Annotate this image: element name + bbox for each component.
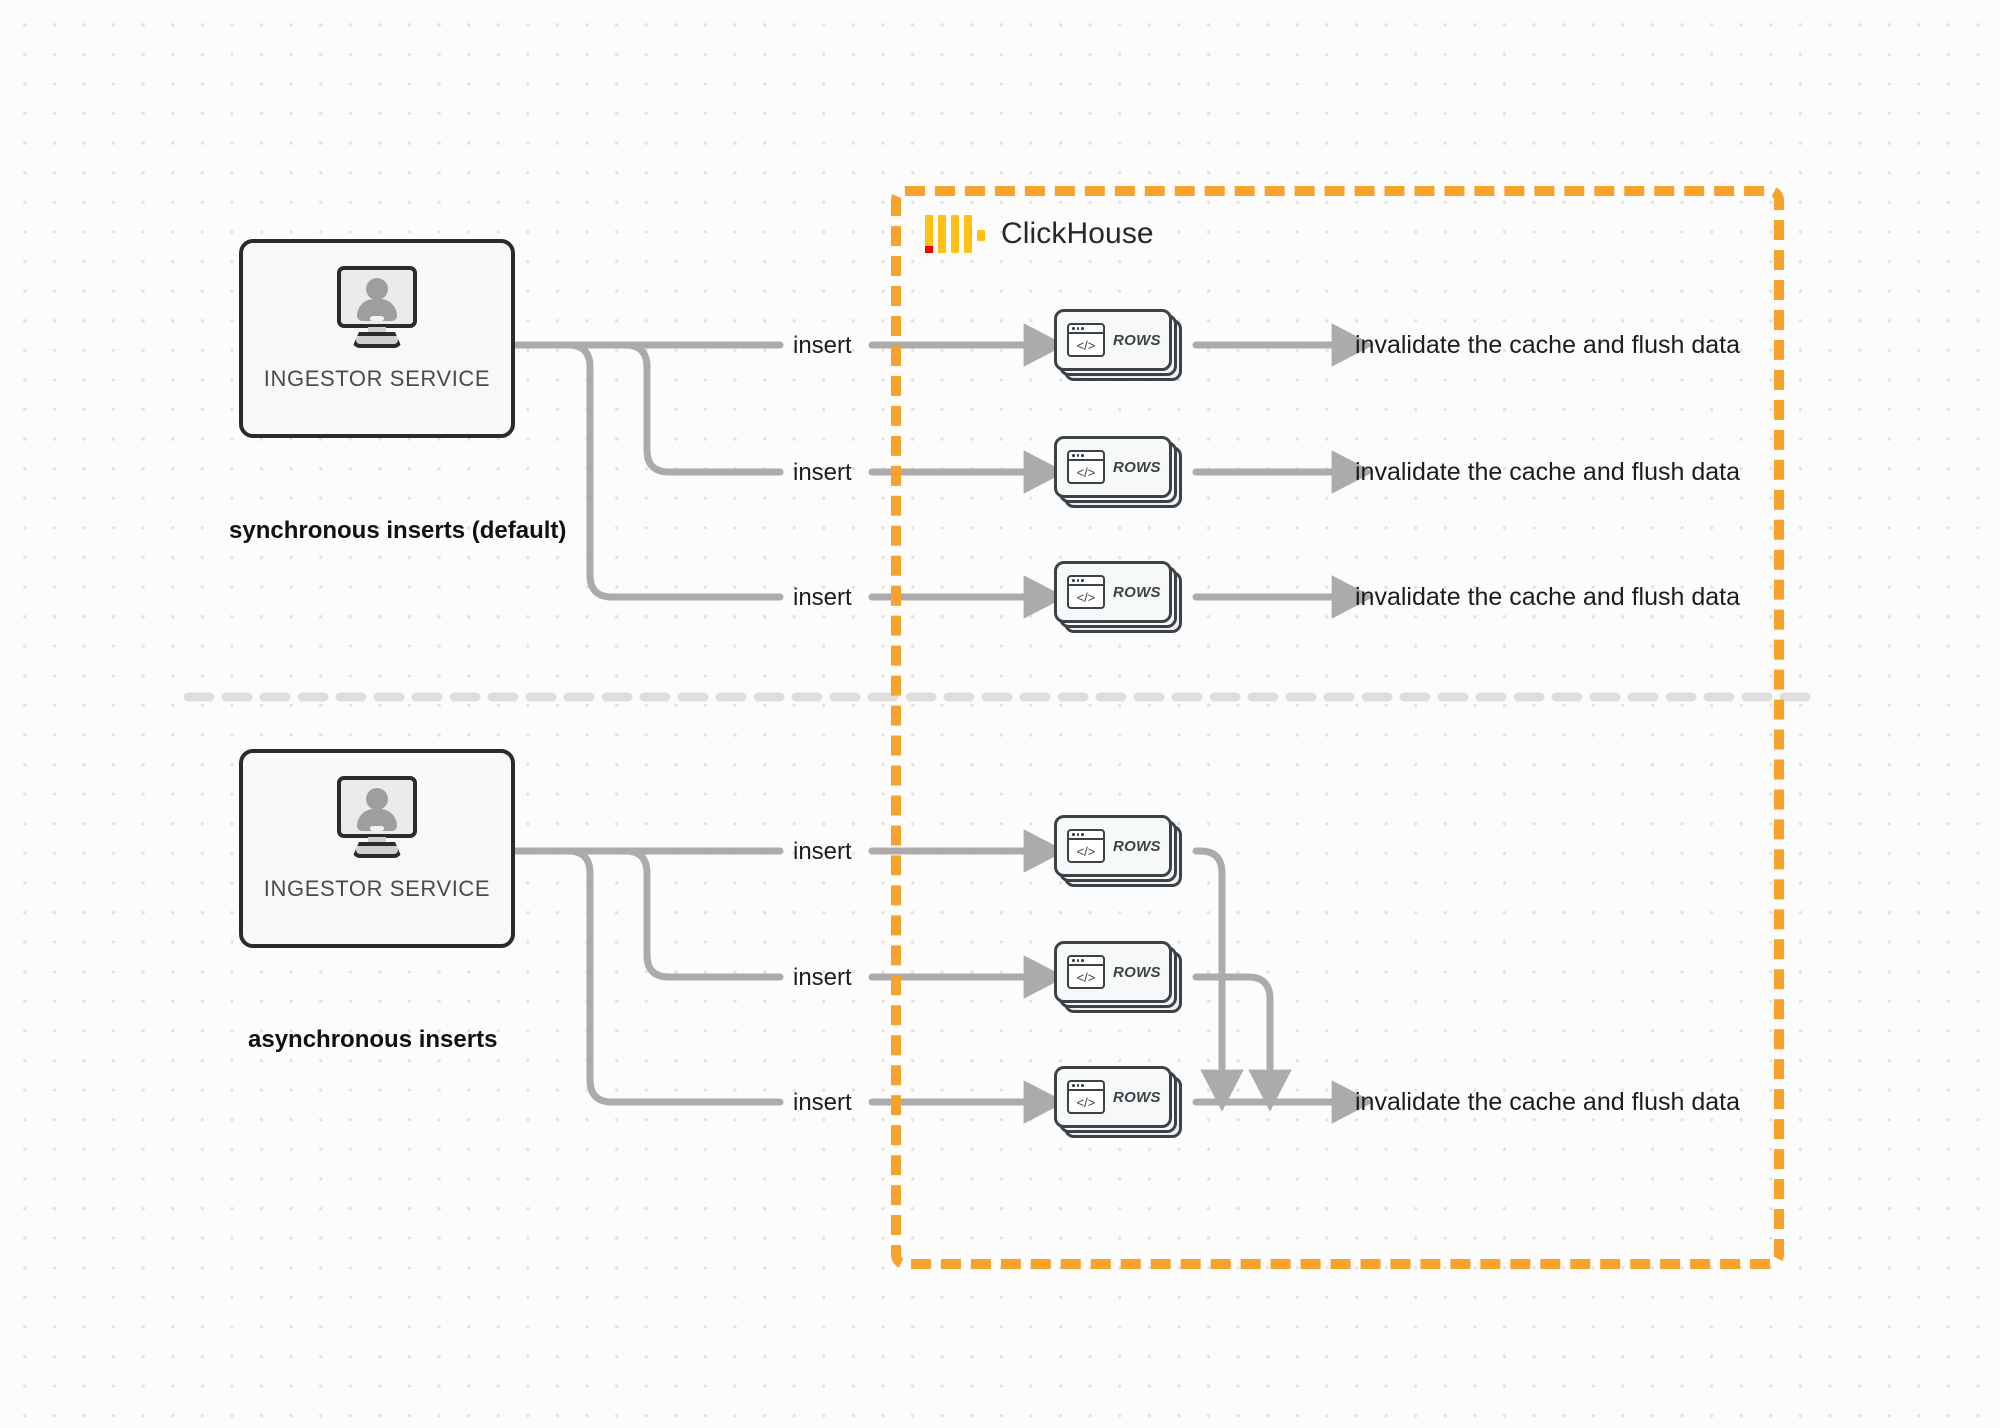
insert-label-async-2: insert bbox=[793, 964, 852, 991]
sync-branch-row2 bbox=[536, 341, 784, 476]
rows-label: ROWS bbox=[1113, 583, 1161, 601]
outcome-label-async-merged: invalidate the cache and flush data bbox=[1355, 1088, 1740, 1116]
rows-card-async-3[interactable]: </> ROWS bbox=[1054, 1066, 1182, 1138]
outcome-label-sync-3: invalidate the cache and flush data bbox=[1355, 583, 1740, 611]
code-window-icon: </> bbox=[1067, 323, 1105, 357]
clickhouse-logo-icon bbox=[925, 215, 985, 253]
monitor-user-icon bbox=[329, 266, 425, 352]
rows-card-sync-3[interactable]: </> ROWS bbox=[1054, 561, 1182, 633]
insert-label-sync-2: insert bbox=[793, 459, 852, 486]
code-window-icon: </> bbox=[1067, 1080, 1105, 1114]
clickhouse-label: ClickHouse bbox=[1001, 217, 1154, 250]
rows-card-sync-1[interactable]: </> ROWS bbox=[1054, 309, 1182, 381]
rows-label: ROWS bbox=[1113, 963, 1161, 981]
code-window-icon: </> bbox=[1067, 829, 1105, 863]
async-branch-row3 bbox=[536, 847, 784, 1106]
code-window-icon: </> bbox=[1067, 575, 1105, 609]
rows-card-async-2[interactable]: </> ROWS bbox=[1054, 941, 1182, 1013]
code-window-icon: </> bbox=[1067, 450, 1105, 484]
rows-label: ROWS bbox=[1113, 1088, 1161, 1106]
outcome-label-sync-1: invalidate the cache and flush data bbox=[1355, 331, 1740, 359]
ingestor-service-sync[interactable]: INGESTOR SERVICE bbox=[239, 239, 515, 438]
sync-branch-row3 bbox=[536, 341, 784, 601]
insert-label-sync-1: insert bbox=[793, 332, 852, 359]
insert-label-async-3: insert bbox=[793, 1089, 852, 1116]
ingestor-service-label-async: INGESTOR SERVICE bbox=[263, 876, 491, 901]
clickhouse-boundary bbox=[891, 186, 1784, 1269]
section-caption-sync: synchronous inserts (default) bbox=[229, 517, 567, 544]
outcome-label-sync-2: invalidate the cache and flush data bbox=[1355, 458, 1740, 486]
code-window-icon: </> bbox=[1067, 955, 1105, 989]
async-branch-row2 bbox=[536, 847, 784, 981]
rows-label: ROWS bbox=[1113, 837, 1161, 855]
clickhouse-brand: ClickHouse bbox=[925, 215, 1154, 253]
rows-label: ROWS bbox=[1113, 458, 1161, 476]
insert-label-sync-3: insert bbox=[793, 584, 852, 611]
section-caption-async: asynchronous inserts bbox=[248, 1026, 498, 1053]
ingestor-service-async[interactable]: INGESTOR SERVICE bbox=[239, 749, 515, 948]
rows-card-sync-2[interactable]: </> ROWS bbox=[1054, 436, 1182, 508]
insert-label-async-1: insert bbox=[793, 838, 852, 865]
rows-card-async-1[interactable]: </> ROWS bbox=[1054, 815, 1182, 887]
rows-label: ROWS bbox=[1113, 331, 1161, 349]
ingestor-service-label-sync: INGESTOR SERVICE bbox=[263, 366, 491, 391]
monitor-user-icon bbox=[329, 776, 425, 862]
